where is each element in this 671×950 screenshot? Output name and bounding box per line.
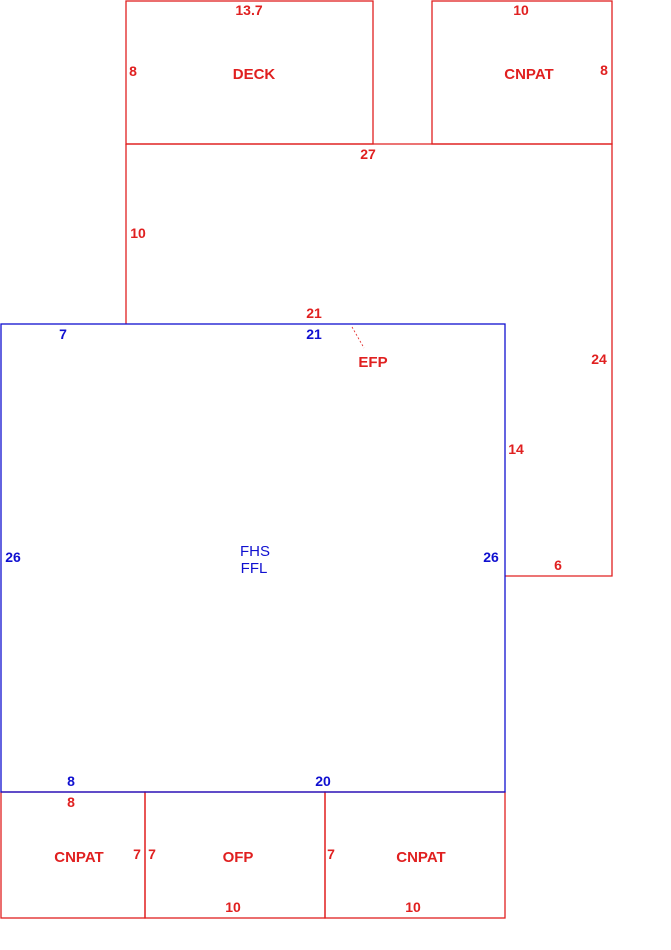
dim-upper-right-height: 24	[591, 351, 607, 367]
area-label-cnpat-bottom-right: CNPAT	[396, 849, 445, 866]
dim-upper-width: 27	[360, 146, 376, 162]
area-label-efp: EFP	[358, 354, 387, 371]
area-label-cnpat-bottom-left: CNPAT	[54, 849, 103, 866]
area-label-cnpat-top: CNPAT	[504, 66, 553, 83]
dim-deck-height: 8	[129, 63, 137, 79]
dim-main-top-left: 7	[59, 326, 67, 342]
dim-cnpat-bottom-left-width: 8	[67, 794, 75, 810]
dim-cnpat-top-width: 10	[513, 2, 529, 18]
dim-cnpat-top-height: 8	[600, 62, 608, 78]
area-label-ffl: FFL	[241, 560, 268, 577]
upper-addition-outline	[126, 143, 613, 577]
dim-ofp-left-height: 7	[148, 846, 156, 862]
dim-cnpat-bottom-right-width: 10	[405, 899, 421, 915]
dim-main-bottom-left: 8	[67, 773, 75, 789]
dim-main-top-right: 21	[306, 326, 322, 342]
area-label-ofp: OFP	[223, 849, 254, 866]
area-label-fhs: FHS	[240, 543, 270, 560]
dim-efp-width: 21	[306, 305, 322, 321]
dim-upper-left-height: 10	[130, 225, 146, 241]
efp-leader-line	[351, 326, 365, 349]
dim-main-right: 26	[483, 549, 499, 565]
dim-deck-width: 13.7	[235, 2, 262, 18]
dim-ofp-width: 10	[225, 899, 241, 915]
dim-main-left: 26	[5, 549, 21, 565]
area-label-deck: DECK	[233, 66, 276, 83]
main-house-outline	[0, 323, 506, 793]
dim-right-offset-height: 14	[508, 441, 524, 457]
dim-right-offset-width: 6	[554, 557, 562, 573]
dim-main-bottom-right: 20	[315, 773, 331, 789]
dim-cnpat-bottom-left-height: 7	[133, 846, 141, 862]
dim-ofp-right-height: 7	[327, 846, 335, 862]
